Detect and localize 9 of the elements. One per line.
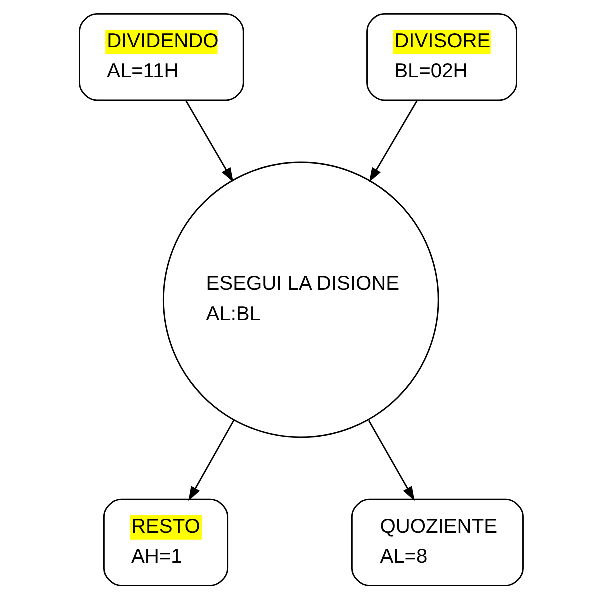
arrow (368, 420, 415, 502)
node-box: DIVISORE BL=02H (366, 13, 518, 102)
node-box: RESTO AH=1 (103, 498, 229, 587)
arrow (188, 420, 235, 502)
node-box: DIVIDENDO AL=11H (79, 13, 244, 102)
arrow (369, 100, 418, 182)
arrow (185, 100, 234, 182)
node-box: QUOZIENTE AL=8 (351, 498, 524, 587)
node-circle: ESEGUI LA DISIONE AL:BL (162, 162, 440, 438)
